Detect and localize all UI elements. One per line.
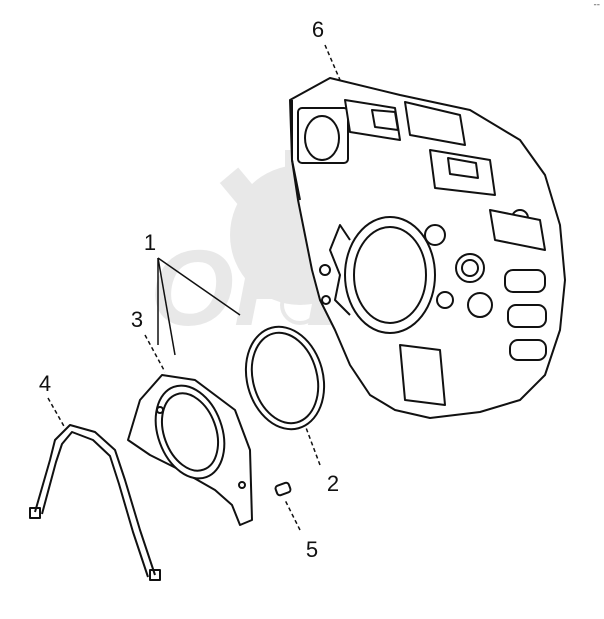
callout-3: 3 (130, 307, 144, 332)
dowel-pin-icon (274, 481, 292, 497)
corner-mark: -- (593, 0, 601, 10)
flywheel-housing-icon (289, 77, 566, 419)
screw-group-icon (157, 257, 241, 356)
gasket-icon (29, 424, 161, 581)
callout-1: 1 (143, 230, 157, 255)
leader-lines (47, 44, 341, 531)
callout-5: 5 (305, 537, 319, 562)
watermark-registered-icon (280, 285, 320, 325)
callout-2: 2 (326, 471, 340, 496)
callout-6: 6 (311, 17, 325, 42)
oil-seal-ring-icon (244, 325, 326, 431)
seal-carrier-icon (127, 374, 253, 526)
callout-4: 4 (38, 371, 52, 396)
